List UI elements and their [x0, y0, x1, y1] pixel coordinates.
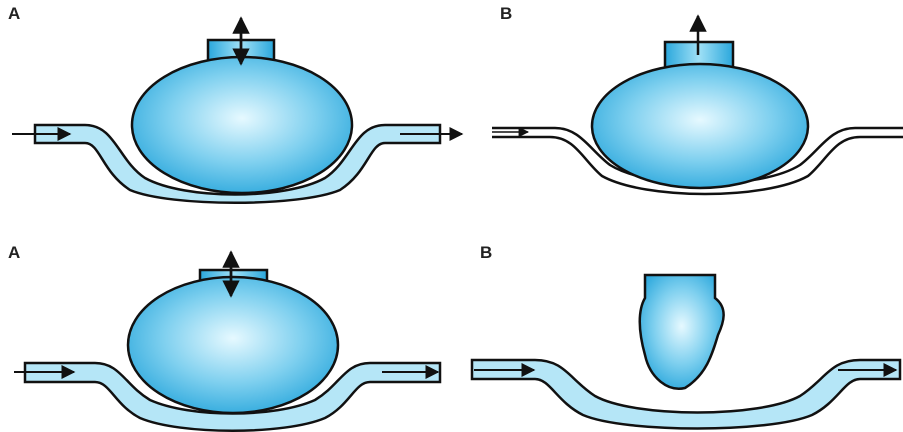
- panel-label-top-right: B: [500, 4, 513, 23]
- panel-label-bottom-left: A: [8, 243, 21, 262]
- panel-top-left: [12, 16, 464, 204]
- vessel-channel: [470, 358, 902, 430]
- panel-bottom-left: [14, 250, 442, 432]
- panel-top-right: [492, 14, 903, 196]
- panel-bottom-right: [470, 273, 902, 430]
- bulb: [126, 275, 340, 415]
- vessel-wall-lower: [492, 135, 903, 196]
- bulb: [590, 62, 810, 190]
- bulb: [130, 55, 354, 195]
- detached-bulb: [638, 273, 725, 390]
- panel-label-bottom-right: B: [480, 243, 493, 262]
- panel-label-top-left: A: [8, 4, 21, 23]
